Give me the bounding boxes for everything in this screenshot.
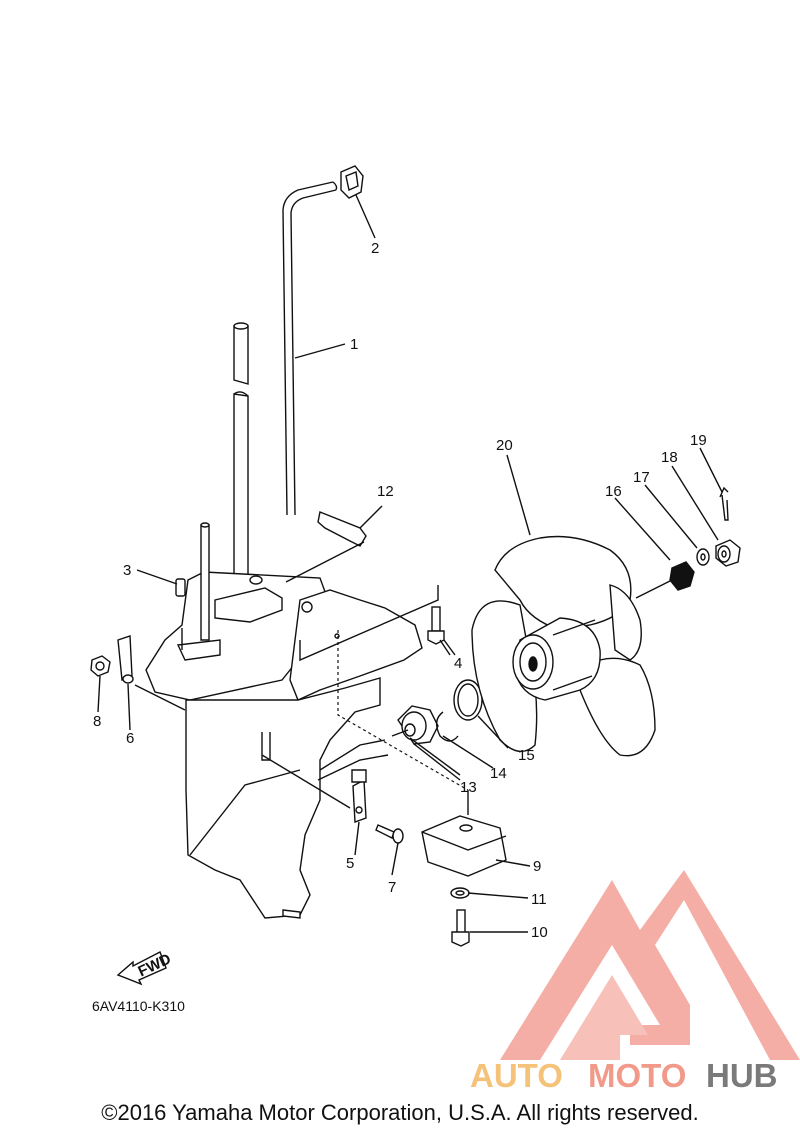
circlip-14	[435, 711, 459, 742]
callout-19: 19	[690, 432, 707, 449]
washer-11	[450, 887, 470, 899]
callout-4: 4	[454, 655, 462, 672]
callout-2: 2	[371, 240, 379, 257]
guide-lines	[134, 585, 469, 815]
clip-6	[117, 635, 134, 684]
plate-12	[285, 505, 383, 583]
callout-15: 15	[518, 747, 535, 764]
bolt-10	[451, 909, 470, 947]
propeller	[471, 535, 656, 757]
part-code: 6AV4110-K310	[92, 998, 185, 1014]
callout-14: 14	[490, 765, 507, 782]
callout-13: 13	[460, 779, 477, 796]
leader-lines	[97, 343, 723, 933]
callout-1: 1	[350, 336, 358, 353]
spacer-16	[635, 561, 695, 599]
bracket-5	[351, 769, 367, 823]
shift-rod	[282, 181, 338, 516]
washer-17	[696, 548, 710, 566]
callout-20: 20	[496, 437, 513, 454]
callout-10: 10	[531, 924, 548, 941]
callout-12: 12	[377, 483, 394, 500]
callout-8: 8	[93, 713, 101, 730]
drive-shaft	[233, 322, 249, 586]
watermark-hub: HUB	[706, 1057, 778, 1094]
callouts: 1 2 3 4 5 6 7 8 9 10 11 12 13 14 15 16 1…	[93, 240, 707, 941]
bolt-4	[427, 606, 456, 656]
grommet-8	[90, 655, 111, 677]
callout-18: 18	[661, 449, 678, 466]
grommet	[340, 165, 376, 239]
screw-7	[375, 824, 404, 844]
callout-6: 6	[126, 730, 134, 747]
copyright-notice: ©2016 Yamaha Motor Corporation, U.S.A. A…	[101, 1100, 699, 1125]
cover-9	[421, 815, 507, 877]
nut-18	[715, 539, 741, 567]
cotter-pin-19	[719, 486, 729, 521]
callout-17: 17	[633, 469, 650, 486]
callout-5: 5	[346, 855, 354, 872]
callout-3: 3	[123, 562, 131, 579]
lower-casing-body	[145, 522, 423, 919]
watermark-auto: AUTO	[470, 1057, 563, 1094]
fwd-arrow-icon: FWD	[116, 950, 174, 986]
o-ring-15	[453, 679, 483, 721]
seal-13	[391, 705, 439, 745]
watermark-logo	[500, 870, 800, 1060]
watermark-text: AUTO MOTO HUB	[470, 1057, 778, 1094]
callout-7: 7	[388, 879, 396, 896]
callout-11: 11	[531, 891, 547, 908]
dowel-pin	[136, 569, 186, 597]
callout-16: 16	[605, 483, 622, 500]
watermark-moto: MOTO	[588, 1057, 686, 1094]
callout-9: 9	[533, 858, 541, 875]
